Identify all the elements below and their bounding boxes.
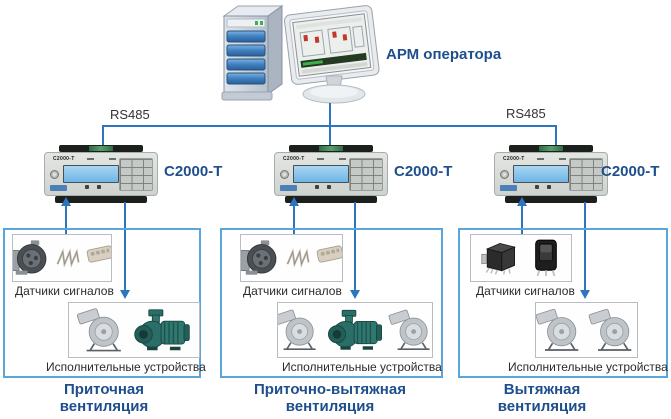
din-terminal-strip [55, 196, 147, 203]
brand-logo-icon [500, 170, 509, 179]
actuators-caption-2: Исполнительные устройства [282, 360, 442, 374]
sensor-signal-arrow-up-2 [289, 197, 299, 206]
din-terminal-strip [285, 196, 377, 203]
pressure-sensor-icon [12, 238, 51, 278]
server-tower-icon [221, 5, 284, 101]
actuator-control-line-3 [584, 202, 586, 290]
lcd-display [513, 165, 569, 183]
sensors-caption-3: Датчики сигналов [476, 284, 575, 298]
din-terminal-strip [505, 196, 597, 203]
controller-device-2: С2000-Т [274, 145, 388, 203]
sensor-signal-line-1 [65, 206, 67, 235]
spring-icon [284, 246, 312, 270]
controller-device-1: С2000-Т [44, 145, 158, 203]
keypad [349, 158, 383, 191]
controller-front-panel: С2000-Т [494, 152, 608, 196]
actuators-image-box-3 [535, 302, 638, 358]
spring-icon [54, 246, 82, 270]
sensor-signal-arrow-up-1 [61, 197, 71, 206]
controller-device-3: С2000-Т [494, 145, 608, 203]
lcd-display [293, 165, 349, 183]
bus-drop-controller-1 [102, 127, 104, 146]
controller-front-panel: С2000-Т [274, 152, 388, 196]
relay-icon [480, 239, 520, 277]
workstation-label: АРМ оператора [386, 46, 502, 63]
operator-workstation-image [221, 5, 380, 104]
device-model-text: С2000-Т [503, 156, 525, 162]
workstation-bus-link [329, 103, 331, 127]
group-title-2: Приточно-вытяжная вентиляция [254, 381, 406, 415]
device-model-text: С2000-Т [283, 156, 305, 162]
rs485-bus-line [102, 125, 557, 127]
actuator-control-arrow-down-1 [120, 290, 130, 299]
fan-icon [388, 307, 433, 353]
controller-label-3: С2000-Т [601, 163, 660, 180]
pump-icon [325, 308, 385, 352]
actuator-control-arrow-down-3 [580, 290, 590, 299]
sensors-image-box-1 [12, 234, 112, 282]
pressure-sensor-icon [240, 238, 281, 278]
fan-icon [277, 307, 322, 353]
sensors-image-box-3 [470, 234, 572, 282]
device-model-text: С2000-Т [53, 156, 75, 162]
sensors-image-box-2 [240, 234, 343, 282]
fan-icon [76, 306, 128, 354]
actuators-caption-1: Исполнительные устройства [46, 360, 206, 374]
keypad [119, 158, 153, 191]
sensor-signal-line-3 [521, 206, 523, 235]
sensor-signal-line-2 [293, 206, 295, 235]
bus-drop-controller-2 [329, 127, 331, 146]
din-terminal-strip [59, 145, 143, 152]
terminal-block-icon [85, 243, 112, 265]
brand-logo-icon [50, 170, 59, 179]
fan-icon [535, 306, 585, 354]
rocker-switch-icon [530, 238, 562, 278]
pump-icon [131, 308, 193, 352]
sensors-caption-2: Датчики сигналов [243, 284, 342, 298]
din-terminal-strip [289, 145, 373, 152]
actuators-image-box-1 [68, 302, 200, 358]
controller-label-2: С2000-Т [394, 163, 453, 180]
monitor-icon [284, 5, 380, 85]
sensors-caption-1: Датчики сигналов [15, 284, 114, 298]
terminal-block-icon [315, 243, 344, 265]
actuator-control-line-2 [354, 202, 356, 290]
din-terminal-strip [509, 145, 593, 152]
group-title-1: Приточная вентиляция [59, 381, 149, 415]
controller-front-panel: С2000-Т [44, 152, 158, 196]
ventilation-group-box-1 [3, 228, 201, 378]
bus-drop-controller-3 [555, 127, 557, 146]
ventilation-group-box-3 [458, 228, 668, 378]
actuator-control-line-1 [124, 202, 126, 290]
sensor-signal-arrow-up-3 [517, 197, 527, 206]
keypad [569, 158, 603, 191]
actuators-image-box-2 [277, 302, 433, 358]
controller-label-1: С2000-Т [164, 163, 223, 180]
brand-logo-icon [280, 170, 289, 179]
group-title-3: Вытяжная вентиляция [497, 381, 587, 415]
actuator-control-arrow-down-2 [350, 290, 360, 299]
actuators-caption-3: Исполнительные устройства [508, 360, 668, 374]
fan-icon [588, 306, 638, 354]
rs485-label-right: RS485 [506, 106, 546, 121]
rs485-label-left: RS485 [110, 107, 150, 122]
lcd-display [63, 165, 119, 183]
monitor-stand-icon [302, 75, 366, 104]
ventilation-group-box-2 [220, 228, 443, 378]
